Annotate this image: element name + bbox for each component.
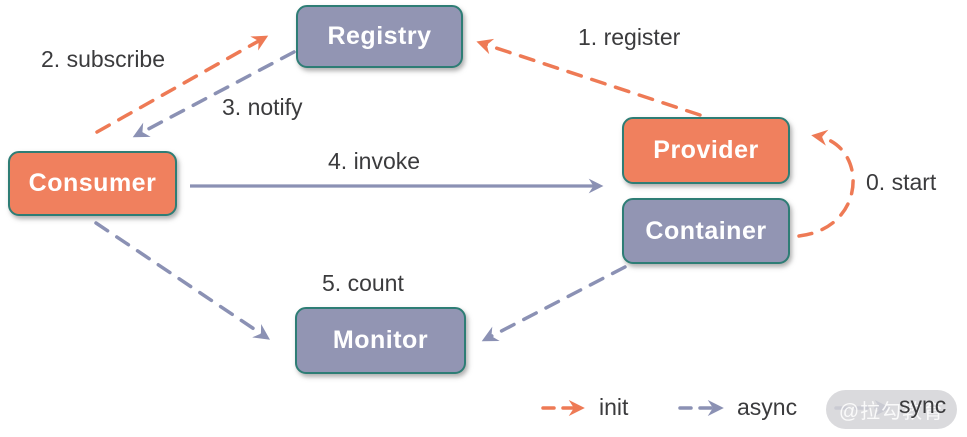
node-registry: Registry	[296, 5, 463, 68]
node-consumer-label: Consumer	[28, 169, 157, 197]
node-monitor-label: Monitor	[332, 326, 429, 354]
edge-register-arrow	[476, 38, 702, 117]
legend-item-sync-label: sync	[899, 392, 947, 418]
node-registry-label: Registry	[327, 22, 432, 50]
edge-count-container-arrow	[481, 265, 627, 342]
node-provider: Provider	[622, 117, 790, 184]
edge-label-register: 1. register	[578, 24, 681, 50]
node-monitor: Monitor	[295, 307, 466, 374]
node-container-label: Container	[645, 216, 767, 245]
edge-label-invoke: 4. invoke	[328, 148, 421, 174]
edge-label-notify: 3. notify	[222, 94, 303, 120]
node-provider-label: Provider	[653, 136, 759, 164]
node-consumer: Consumer	[8, 151, 177, 216]
legend-item-init-label: init	[599, 394, 629, 420]
watermark-text: @拉勾教育	[838, 401, 945, 423]
watermark-badge: @拉勾教育	[826, 390, 957, 429]
edge-count-consumer-arrow	[94, 221, 271, 340]
edge-subscribe-arrow	[95, 35, 269, 134]
legend-item-async-label: async	[737, 394, 798, 420]
edge-label-start: 0. start	[866, 169, 937, 195]
node-container: Container	[622, 198, 790, 264]
edge-label-count: 5. count	[322, 270, 404, 296]
edge-start-arrow	[797, 129, 855, 238]
edge-label-subscribe: 2. subscribe	[41, 46, 166, 72]
edge-notify-arrow	[132, 50, 296, 138]
